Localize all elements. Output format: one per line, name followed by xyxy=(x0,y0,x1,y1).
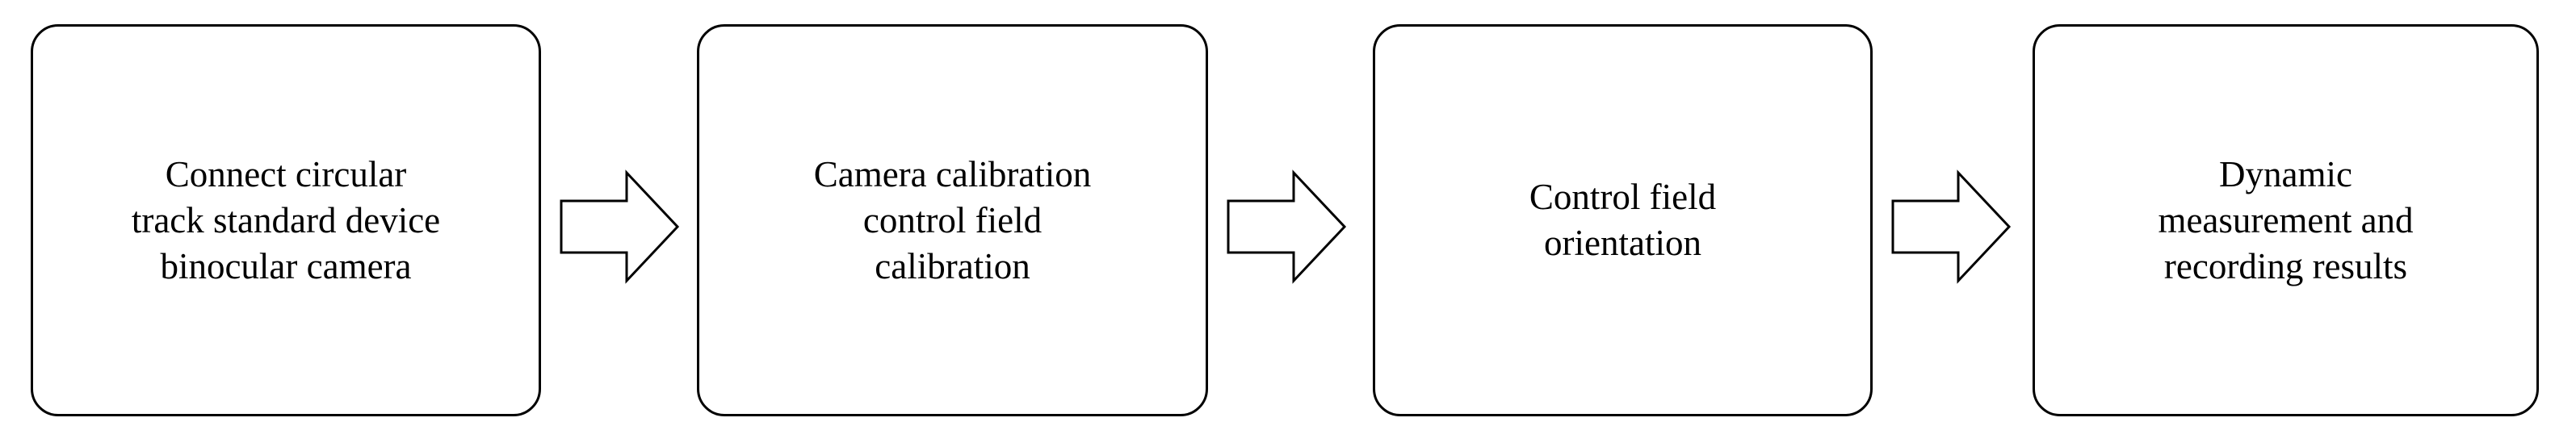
flowchart-node-3-label: Control field orientation xyxy=(1529,177,1717,263)
flow-arrow-right-icon-1 xyxy=(560,169,680,284)
flowchart-node-2-label: Camera calibration control field calibra… xyxy=(813,153,1092,286)
flowchart-node-4-label: Dynamic measurement and recording result… xyxy=(2158,153,2414,286)
flowchart-node-4[interactable]: Dynamic measurement and recording result… xyxy=(2033,24,2539,416)
flowchart-node-1-label: Connect circular track standard device b… xyxy=(131,153,441,286)
flow-arrow-right-icon-3 xyxy=(1891,169,2012,284)
flow-arrow-right-icon-2 xyxy=(1227,169,1347,284)
flowchart-node-2[interactable]: Camera calibration control field calibra… xyxy=(697,24,1208,416)
flowchart-node-3[interactable]: Control field orientation xyxy=(1373,24,1873,416)
flowchart-node-1[interactable]: Connect circular track standard device b… xyxy=(31,24,541,416)
